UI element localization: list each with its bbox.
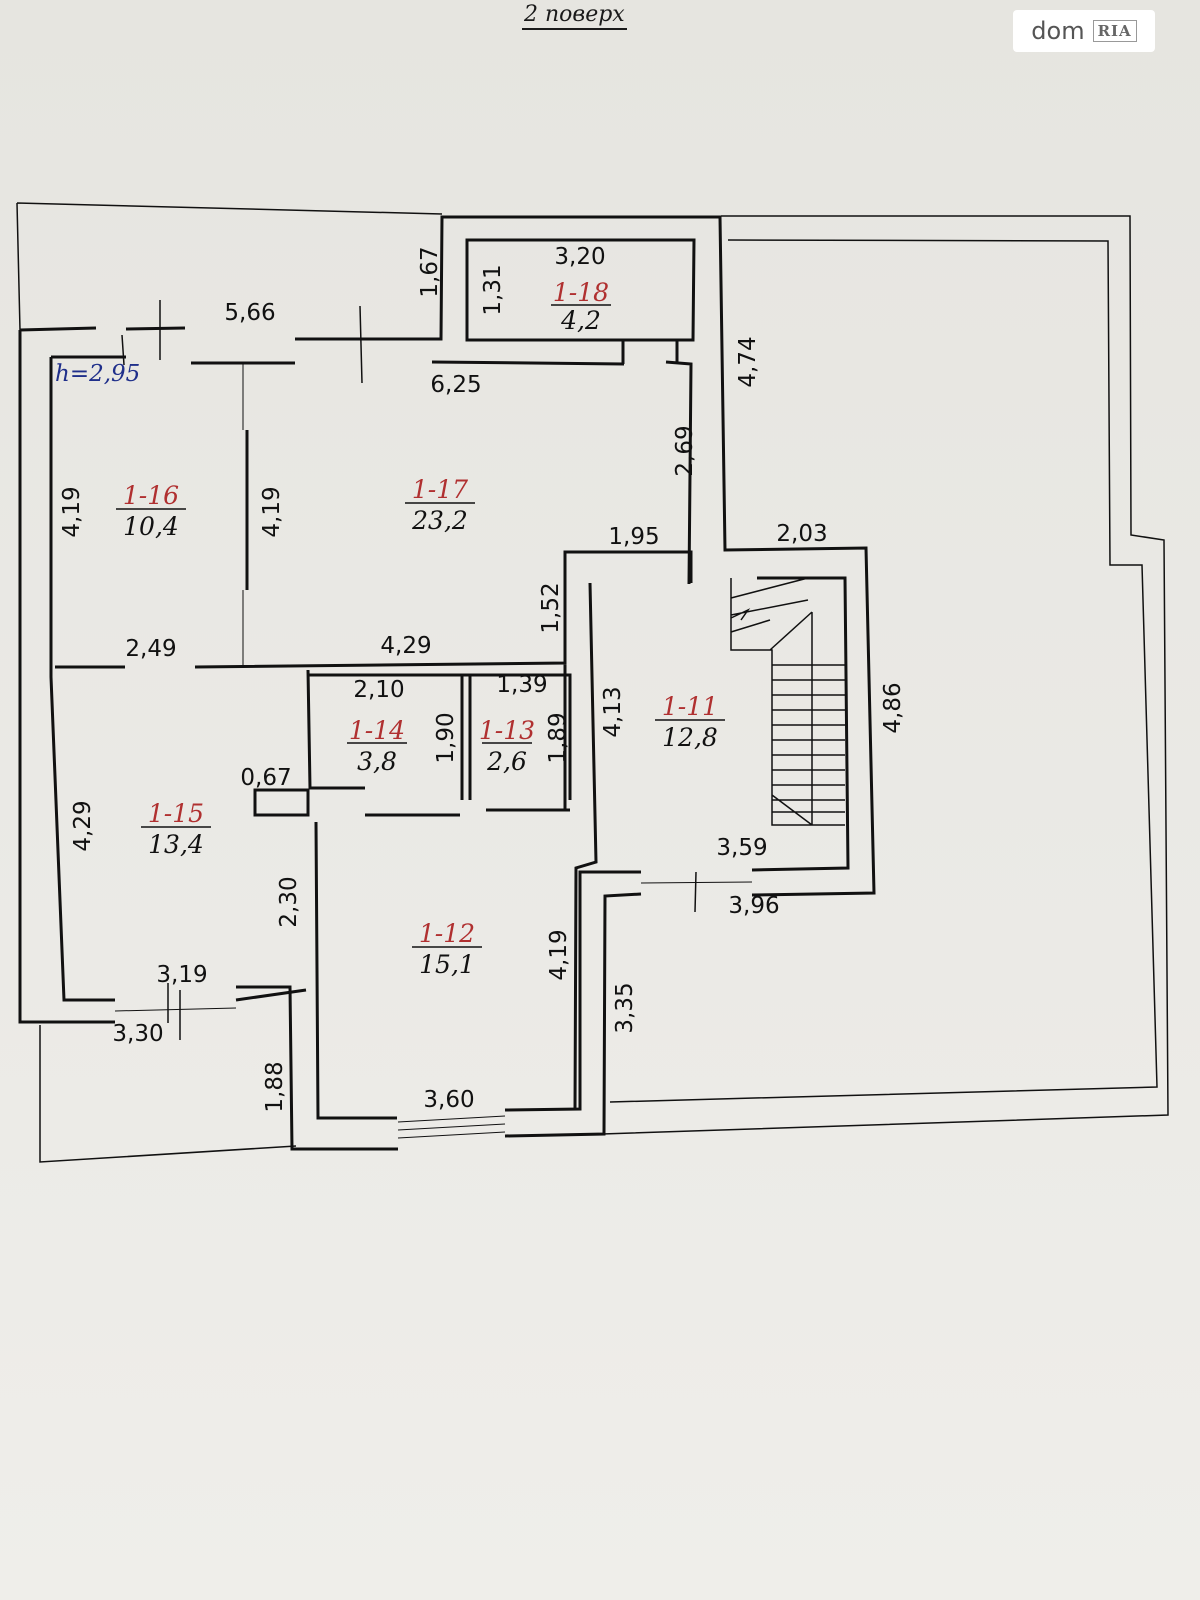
dimension-label: 2,69 bbox=[672, 425, 698, 476]
room-area: 23,2 bbox=[411, 506, 468, 535]
dimension-label: 4,19 bbox=[59, 486, 85, 537]
dimension-label: 4,86 bbox=[880, 682, 906, 733]
room-1-14-label: 1-14 3,8 bbox=[347, 716, 407, 776]
room-code: 1-16 bbox=[123, 481, 179, 510]
dimension-label: 1,95 bbox=[608, 524, 659, 550]
dimension-label: 6,25 bbox=[430, 372, 481, 398]
dom-ria-watermark: dom RIA bbox=[1013, 10, 1155, 52]
dimension-lines bbox=[121, 300, 697, 1040]
room-code: 1-14 bbox=[349, 716, 405, 745]
dimension-label: 2,03 bbox=[776, 521, 827, 547]
watermark-brand: dom bbox=[1031, 17, 1085, 45]
dimension-label: 4,13 bbox=[600, 686, 626, 737]
left-terrace-outline bbox=[16, 202, 443, 1163]
right-terrace-outline bbox=[601, 215, 1169, 1135]
room-code: 1-11 bbox=[662, 692, 718, 721]
room-code: 1-13 bbox=[479, 716, 535, 745]
staircase bbox=[730, 577, 845, 826]
dimension-label: 5,66 bbox=[224, 300, 275, 326]
room-1-17-label: 1-17 23,2 bbox=[405, 475, 475, 535]
room-1-16-label: 1-16 10,4 bbox=[116, 481, 186, 541]
room-area: 12,8 bbox=[662, 723, 718, 752]
dimension-label: 2,10 bbox=[353, 677, 404, 703]
dimension-label: 3,20 bbox=[554, 244, 605, 270]
dimension-label: 3,59 bbox=[716, 835, 767, 861]
room-area: 13,4 bbox=[148, 830, 204, 859]
room-1-15-label: 1-15 13,4 bbox=[141, 799, 211, 859]
dimension-label: 2,49 bbox=[125, 636, 176, 662]
dimension-label: 3,96 bbox=[728, 893, 779, 919]
dimension-label: 3,30 bbox=[112, 1021, 163, 1047]
ceiling-height-label: h=2,95 bbox=[55, 361, 140, 387]
room-area: 15,1 bbox=[419, 950, 475, 979]
dimension-label: 4,29 bbox=[70, 800, 96, 851]
room-code: 1-15 bbox=[148, 799, 204, 828]
dimension-label: 4,19 bbox=[259, 486, 285, 537]
dimension-label: 1,39 bbox=[496, 672, 547, 698]
dimension-label: 4,74 bbox=[735, 336, 761, 387]
room-1-12-label: 1-12 15,1 bbox=[412, 919, 482, 979]
room-1-18-walls bbox=[465, 238, 696, 364]
room-area: 10,4 bbox=[123, 512, 179, 541]
dimension-label: 3,60 bbox=[423, 1087, 474, 1113]
dimension-label: 1,67 bbox=[417, 246, 443, 297]
room-area: 2,6 bbox=[486, 747, 527, 776]
dimension-label: 3,35 bbox=[612, 982, 638, 1033]
page-title: 2 поверх bbox=[522, 2, 627, 30]
room-1-13-label: 1-13 2,6 bbox=[479, 716, 535, 776]
room-area: 4,2 bbox=[560, 306, 601, 335]
window-openings bbox=[114, 362, 753, 1139]
room-1-11-label: 1-11 12,8 bbox=[655, 692, 725, 752]
watermark-badge: RIA bbox=[1092, 20, 1137, 42]
dimension-label: 1,88 bbox=[262, 1061, 288, 1112]
dimension-label: 1,31 bbox=[480, 264, 506, 315]
room-1-18-label: 1-18 4,2 bbox=[551, 278, 611, 335]
dimension-label: 1,89 bbox=[545, 712, 571, 763]
dimension-label: 1,52 bbox=[538, 582, 564, 633]
room-code: 1-12 bbox=[419, 919, 475, 948]
dimension-label: 3,19 bbox=[156, 962, 207, 988]
interior-partitions bbox=[55, 430, 693, 1111]
room-code: 1-17 bbox=[412, 475, 468, 504]
exterior-wall-outer bbox=[18, 215, 876, 1151]
dimension-label: 2,30 bbox=[276, 876, 302, 927]
room-code: 1-18 bbox=[553, 278, 609, 307]
room-area: 3,8 bbox=[357, 747, 397, 776]
dimension-label: 4,19 bbox=[546, 929, 572, 980]
dimension-label: 0,67 bbox=[240, 765, 291, 791]
dimension-label: 1,90 bbox=[433, 712, 459, 763]
dimension-label: 4,29 bbox=[380, 633, 431, 659]
